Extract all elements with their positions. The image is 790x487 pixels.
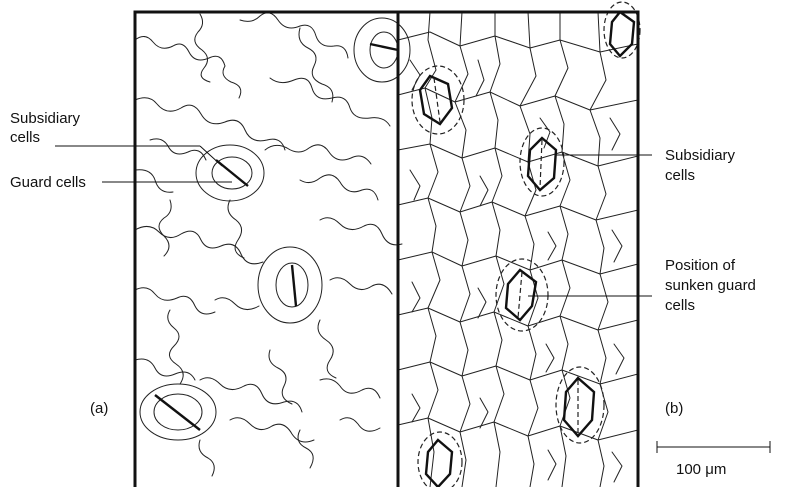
label-b-sunken-line1: Position of	[665, 257, 736, 274]
label-b-sunken-line2: sunken guard	[665, 277, 756, 294]
panel-b-cells	[398, 12, 638, 487]
stoma-a1	[196, 145, 264, 201]
label-b-subsidiary-line1: Subsidiary	[665, 147, 736, 164]
label-b-subsidiary-line2: cells	[665, 167, 695, 184]
stoma-a2	[258, 247, 322, 323]
label-a-guard: Guard cells	[10, 174, 86, 191]
panel-a-frame	[135, 12, 398, 487]
stoma-b5	[418, 432, 462, 487]
stoma-a4	[354, 18, 410, 82]
stoma-b4	[556, 367, 604, 443]
label-a-subsidiary-line1: Subsidiary	[10, 110, 81, 127]
stoma-b3	[496, 259, 548, 331]
panel-b-stomata	[412, 2, 640, 487]
panel-b-label: (b)	[665, 400, 683, 417]
panel-a-label: (a)	[90, 400, 108, 417]
scale-bar: 100 μm	[657, 441, 770, 478]
panel-b-frame	[398, 12, 638, 487]
label-a-subsidiary-line2: cells	[10, 129, 40, 146]
stoma-a3	[140, 384, 216, 440]
stoma-b6	[604, 2, 640, 58]
panel-a-cells	[135, 13, 402, 476]
stoma-b2	[520, 128, 564, 196]
scale-bar-label: 100 μm	[676, 461, 726, 478]
label-b-sunken-line3: cells	[665, 297, 695, 314]
